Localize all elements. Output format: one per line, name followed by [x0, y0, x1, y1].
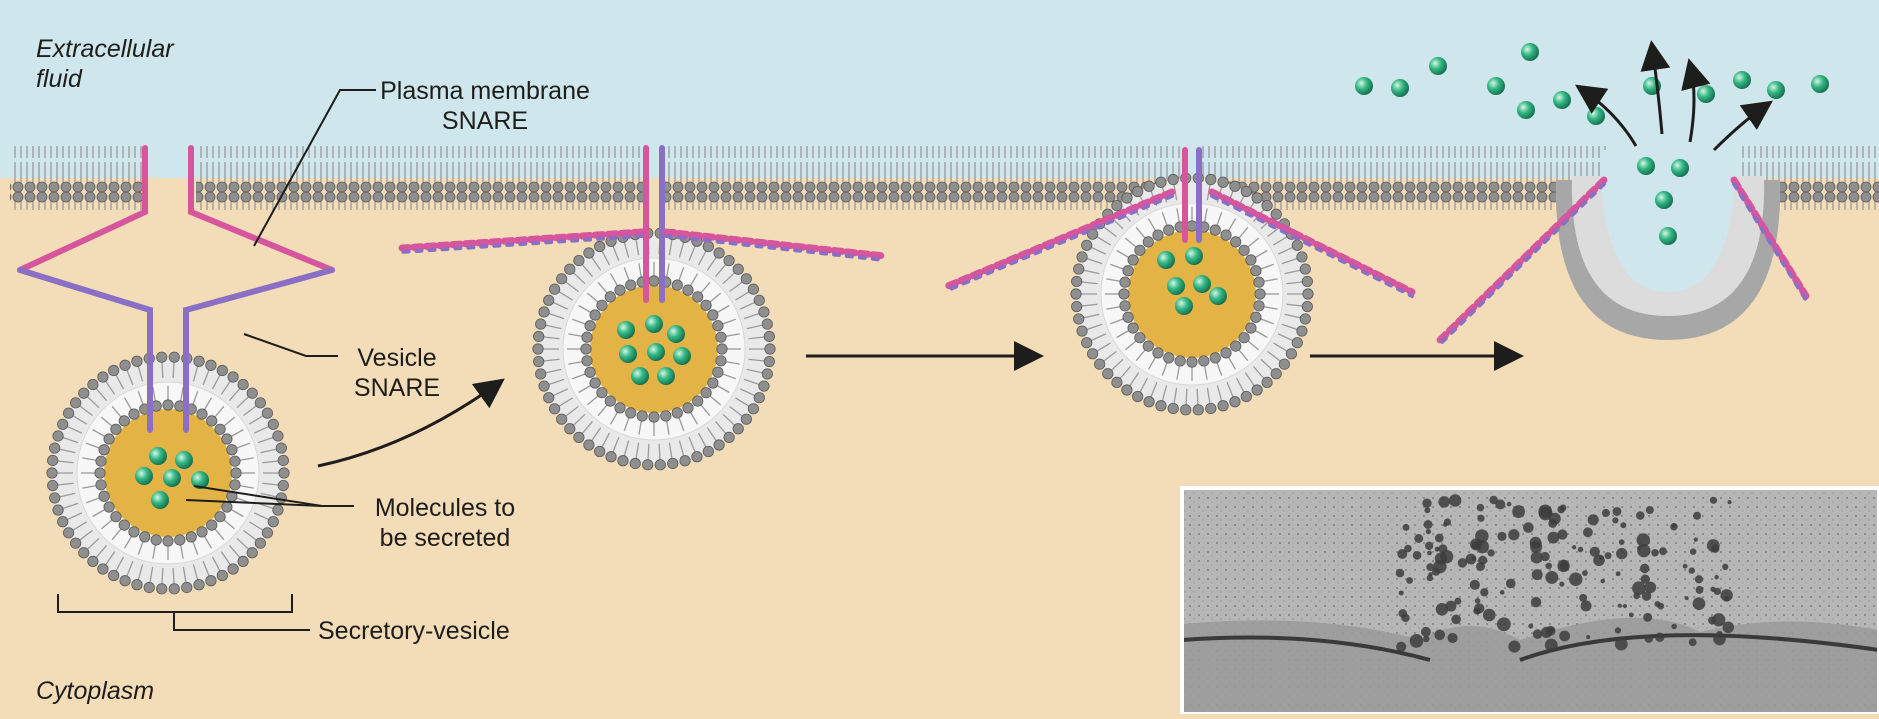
- secreted-molecule: [1193, 275, 1211, 293]
- secreted-molecule: [1487, 77, 1505, 95]
- secreted-molecule: [1167, 277, 1185, 295]
- electron-micrograph-photo: [1182, 488, 1879, 714]
- molecules-label: Molecules to be secreted: [350, 493, 540, 553]
- secreted-molecule: [1175, 297, 1193, 315]
- secreted-molecule: [1521, 43, 1539, 61]
- secreted-molecule: [151, 491, 169, 509]
- secreted-molecule: [163, 469, 181, 487]
- secreted-molecule: [1697, 85, 1715, 103]
- secreted-molecule: [1553, 91, 1571, 109]
- molecules-line1: Molecules to: [350, 493, 540, 523]
- secreted-molecule: [1587, 107, 1605, 125]
- secreted-molecule: [1185, 247, 1203, 265]
- secreted-molecule: [1355, 77, 1373, 95]
- secreted-molecule: [1157, 251, 1175, 269]
- secreted-molecule: [1671, 159, 1689, 177]
- vesicle-snare-line2: SNARE: [332, 373, 462, 403]
- vesicle-snare-label: Vesicle SNARE: [332, 343, 462, 403]
- secreted-molecule: [645, 315, 663, 333]
- plasma-membrane-snare-label: Plasma membrane SNARE: [370, 76, 600, 136]
- secreted-molecule: [135, 467, 153, 485]
- secretory-vesicle-label: Secretory-vesicle: [318, 616, 578, 646]
- secreted-molecule: [1655, 191, 1673, 209]
- secreted-molecule: [647, 343, 665, 361]
- extracellular-label: Extracellular fluid: [36, 34, 256, 94]
- secreted-molecule: [617, 321, 635, 339]
- secreted-molecule: [1517, 101, 1535, 119]
- plasma-membrane-snare-line2: SNARE: [370, 106, 600, 136]
- molecules-line2: be secreted: [350, 523, 540, 553]
- secreted-molecule: [1637, 157, 1655, 175]
- secreted-molecule: [657, 367, 675, 385]
- secreted-molecule: [1209, 287, 1227, 305]
- secreted-molecule: [619, 345, 637, 363]
- secreted-molecule: [673, 347, 691, 365]
- cytoplasm-label: Cytoplasm: [36, 676, 236, 706]
- secreted-molecule: [1767, 81, 1785, 99]
- secreted-molecule: [667, 325, 685, 343]
- extracellular-label-line1: Extracellular: [36, 34, 256, 64]
- vesicle-snare-line1: Vesicle: [332, 343, 462, 373]
- secreted-molecule: [631, 367, 649, 385]
- secreted-molecule: [1429, 57, 1447, 75]
- secreted-molecule: [1733, 71, 1751, 89]
- fusing-vesicle: [1071, 173, 1313, 415]
- secreted-molecule: [175, 451, 193, 469]
- plasma-membrane-snare-line1: Plasma membrane: [370, 76, 600, 106]
- extracellular-label-line2: fluid: [36, 64, 256, 94]
- secreted-molecule: [1659, 227, 1677, 245]
- secreted-molecule: [1811, 75, 1829, 93]
- secreted-molecule: [149, 447, 167, 465]
- secreted-molecule: [1391, 79, 1409, 97]
